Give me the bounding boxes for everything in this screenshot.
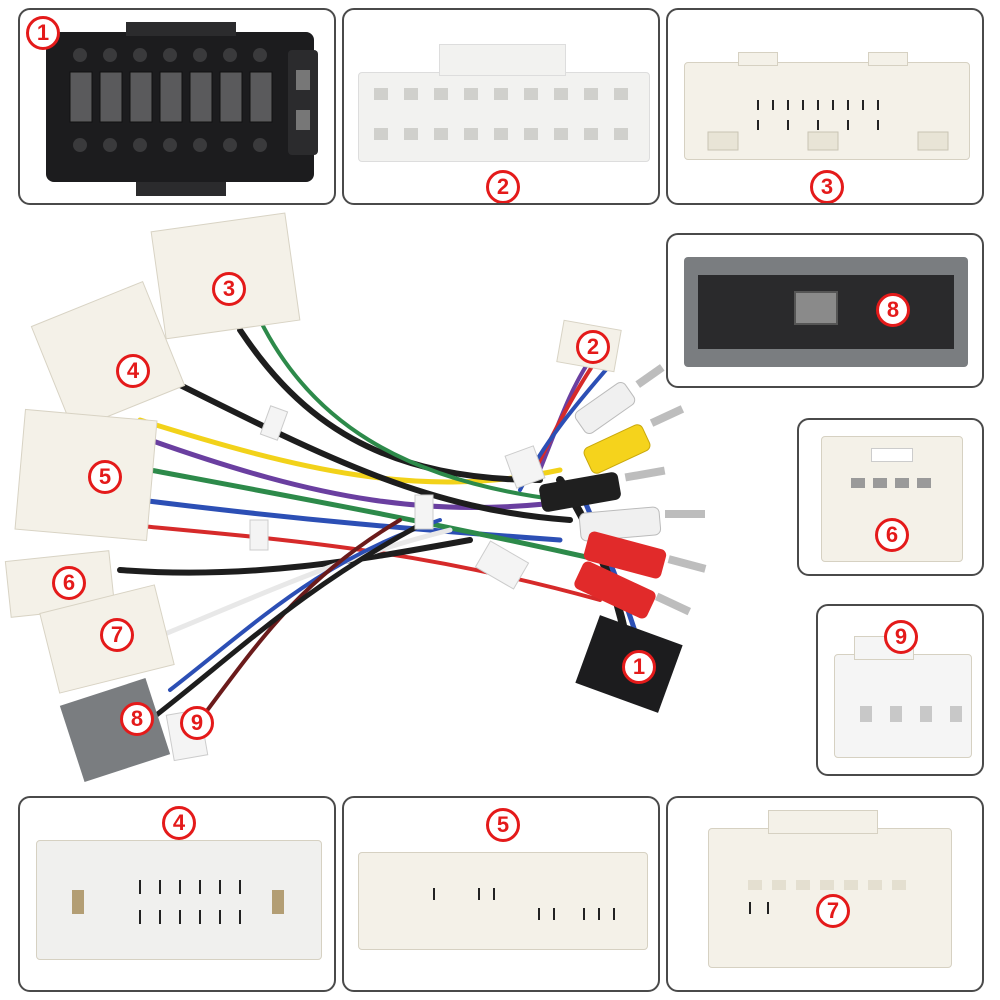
badge-number: 6 (875, 518, 909, 552)
harness-badge-4: 4 (116, 354, 150, 388)
badge-number: 9 (884, 620, 918, 654)
connector-9-icon (834, 654, 972, 758)
panel-connector-4: 4 (18, 796, 336, 992)
panel-connector-3: 3 (666, 8, 984, 205)
harness-badge-7: 7 (100, 618, 134, 652)
harness-badge-2: 2 (576, 330, 610, 364)
panel-connector-9: 9 (816, 604, 984, 776)
connector-1-pins (69, 48, 318, 155)
harness-badge-9: 9 (180, 706, 214, 740)
panel-connector-2: 2 (342, 8, 660, 205)
panel-connector-8: 8 (666, 233, 984, 388)
connector-5-pins (433, 888, 615, 920)
connector-7-holes (748, 880, 906, 914)
connector-2-holes (374, 88, 628, 140)
panel-connector-6: 6 (797, 418, 984, 576)
rca-plug-icon (539, 364, 707, 619)
connector-4-pins (72, 880, 284, 924)
white-20-pin-connector-icon (358, 72, 650, 162)
panel-connector-7: 7 (666, 796, 984, 992)
harness-badge-1: 1 (622, 650, 656, 684)
harness-badge-3: 3 (212, 272, 246, 306)
connector-3-pins (707, 100, 949, 151)
panel-connector-1: 1 (18, 8, 336, 205)
badge-number: 8 (876, 293, 910, 327)
badge-number: 3 (810, 170, 844, 203)
connector-5-icon (358, 852, 648, 950)
panel-connector-5: 5 (342, 796, 660, 992)
badge-number: 4 (162, 806, 196, 840)
badge-number: 7 (816, 894, 850, 928)
grey-connector-icon (684, 257, 968, 367)
badge-number: 5 (486, 808, 520, 842)
harness-badge-6: 6 (52, 566, 86, 600)
harness-badge-5: 5 (88, 460, 122, 494)
harness-badge-8: 8 (120, 702, 154, 736)
badge-number: 2 (486, 170, 520, 203)
badge-number: 1 (26, 16, 60, 50)
